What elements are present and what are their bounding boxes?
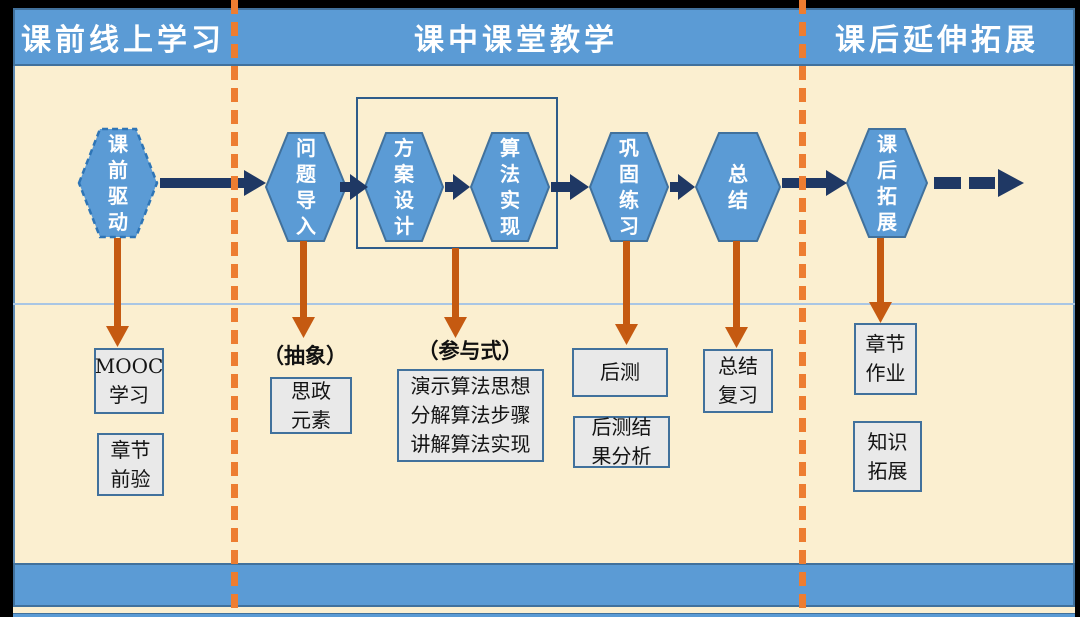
down-arrow-consolidation xyxy=(615,241,638,345)
down-arrow-group xyxy=(444,248,467,338)
hexagon-consolidation-practice xyxy=(588,132,670,242)
phase-title-post-class: 课后延伸拓展 xyxy=(835,23,1039,58)
bottom-cream-strip xyxy=(13,607,1075,613)
box-post-test: 后测 xyxy=(572,348,668,397)
stage-label-post-extension: 课 后 拓 展 xyxy=(877,132,897,234)
dash-segment xyxy=(934,177,961,189)
mid-divider-rule xyxy=(13,303,1075,305)
hexagon-post-class-extension xyxy=(845,128,929,238)
stage-label-pre-drive: 课 前 驱 动 xyxy=(108,132,128,234)
phase-divider-dashed-left xyxy=(231,0,238,612)
box-algorithm-teaching: 演示算法思想 分解算法步骤 讲解算法实现 xyxy=(397,369,544,462)
down-arrow-summary xyxy=(725,241,748,348)
flow-arrow-1-2 xyxy=(160,170,266,196)
stage-label-summary: 总 结 xyxy=(728,162,748,212)
phase-divider-dashed-right xyxy=(799,0,806,612)
down-arrow-post-extension xyxy=(869,238,892,323)
phase-title-pre-class: 课前线上学习 xyxy=(21,23,225,58)
hexagon-summary xyxy=(694,132,782,242)
stage-label-algorithm-impl: 算 法 实 现 xyxy=(500,136,520,238)
box-chapter-homework: 章节 作业 xyxy=(854,323,917,395)
stage-label-consolidation: 巩 固 练 习 xyxy=(619,136,639,238)
phase-title-in-class: 课中课堂教学 xyxy=(414,23,618,58)
stage-label-problem-intro: 问 题 导 入 xyxy=(296,136,316,238)
flow-arrow-3-4 xyxy=(445,174,470,200)
arrowhead xyxy=(998,169,1024,197)
annotation-abstract: （抽象） xyxy=(263,343,347,368)
box-summary-review: 总结 复习 xyxy=(703,349,773,413)
annotation-participatory: （参与式） xyxy=(417,338,523,363)
box-chapter-pretest: 章节 前验 xyxy=(97,433,164,496)
flow-arrow-2-3 xyxy=(340,174,368,200)
header-bar xyxy=(13,8,1075,66)
hexagon-pre-class-drive xyxy=(77,127,159,239)
down-arrow-problem-intro xyxy=(292,241,315,338)
stage-label-scheme-design: 方 案 设 计 xyxy=(394,136,414,238)
footer-bar xyxy=(13,563,1075,607)
flow-arrow-5-6 xyxy=(670,174,695,200)
flow-arrow-continuation-dashed xyxy=(934,169,1024,197)
box-knowledge-extension: 知识 拓展 xyxy=(853,421,922,492)
box-mooc-study: MOOC 学习 xyxy=(94,348,164,414)
hexagon-scheme-design xyxy=(363,132,445,242)
flow-arrow-4-5 xyxy=(551,174,589,200)
hexagon-algorithm-implementation xyxy=(469,132,551,242)
bottom-blue-strip xyxy=(13,613,1075,617)
dash-segment xyxy=(969,177,995,189)
down-arrow-pre-drive xyxy=(106,238,129,347)
box-post-test-analysis: 后测结 果分析 xyxy=(573,415,670,468)
flow-arrow-6-7 xyxy=(782,170,847,196)
box-ideology-elements: 思政 元素 xyxy=(270,377,352,434)
